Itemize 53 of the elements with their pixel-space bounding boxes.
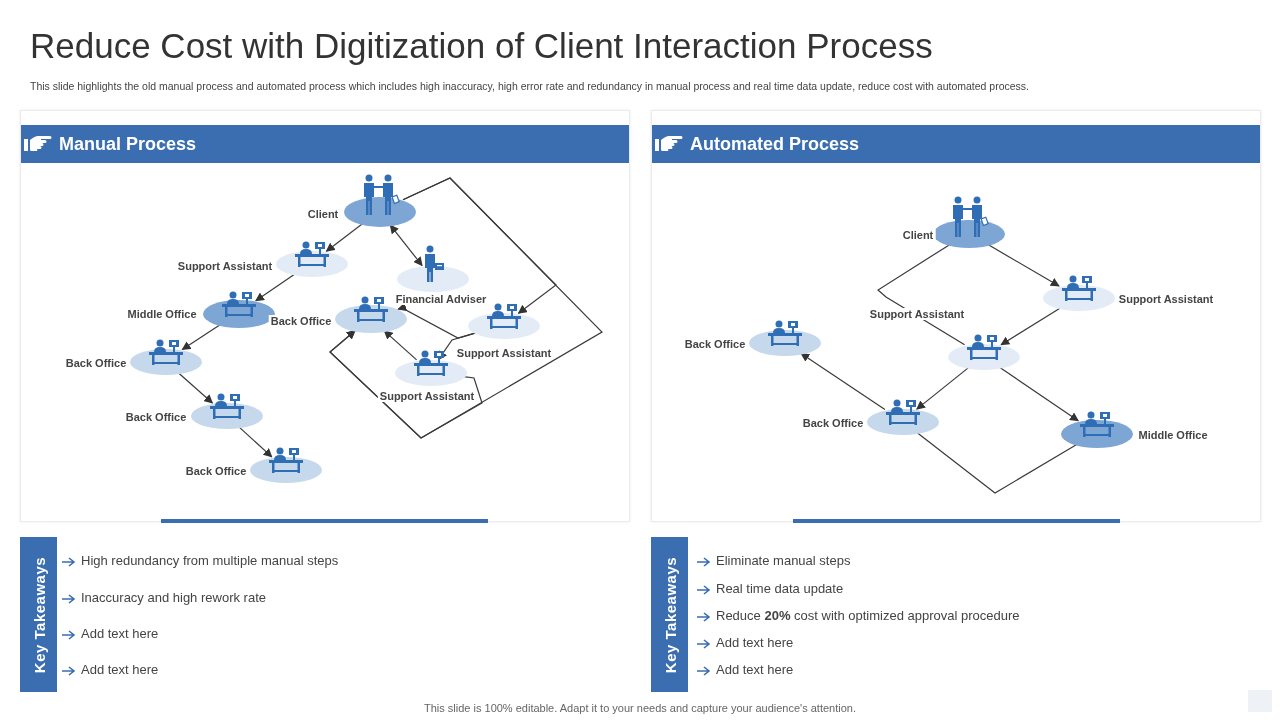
- takeaway-text: Add text here: [716, 635, 794, 650]
- panel-title: Automated Process: [690, 134, 860, 155]
- process-panel: [20, 110, 630, 522]
- connector-arrow: [1000, 307, 1061, 346]
- takeaway-text: High redundancy from multiple manual steps: [81, 553, 339, 568]
- node-label: Back Office: [800, 417, 866, 429]
- node-label: Client: [305, 208, 341, 220]
- band-title: Key Takeaways: [30, 556, 47, 673]
- takeaway-text: Add text here: [81, 626, 159, 641]
- connector-arrow: [383, 330, 418, 361]
- footer-note: This slide is 100% editable. Adapt it to your needs and capture your audience's attention.: [423, 702, 857, 714]
- connector-arrow: [325, 223, 363, 252]
- connector-arrow: [800, 352, 886, 411]
- node-label: Back Office: [123, 411, 189, 423]
- takeaway-text: Add text here: [716, 662, 794, 677]
- takeaways-band: [20, 537, 57, 692]
- connector-arrow: [181, 324, 221, 351]
- connector-arrow: [255, 273, 295, 302]
- takeaway-text: Inaccuracy and high rework rate: [81, 590, 266, 605]
- slide-title: Reduce Cost with Digitization of Client Interaction Process: [30, 26, 933, 66]
- connector-line: [877, 244, 966, 346]
- connector-arrow: [389, 224, 423, 267]
- node-label: Middle Office: [1136, 429, 1210, 441]
- connector-arrow: [397, 302, 476, 339]
- connector-arrow: [916, 367, 969, 410]
- node-label: Support Assistant: [867, 308, 967, 320]
- node-label: Support Assistant: [1116, 293, 1216, 305]
- connector-arrow: [987, 244, 1060, 287]
- node-label: Client: [900, 229, 936, 241]
- node-label: Back Office: [63, 357, 129, 369]
- node-label: Financial Adviser: [393, 293, 489, 305]
- node-label: Back Office: [268, 315, 334, 327]
- band-title: Key Takeaways: [661, 556, 678, 673]
- connector-arrow: [238, 426, 273, 458]
- connector-arrow: [329, 330, 483, 439]
- node-label: Support Assistant: [175, 260, 275, 272]
- node-label: Back Office: [183, 465, 249, 477]
- node-label: Middle Office: [125, 308, 199, 320]
- process-panel: [651, 110, 1261, 522]
- node-label: Support Assistant: [454, 347, 554, 359]
- node-label: Support Assistant: [377, 390, 477, 402]
- slide-subtitle: This slide highlights the old manual process and automated process which includes high inaccuracy, high error rate and redundancy in manual process and real time data update, reduce cost with automated process.: [30, 80, 1030, 92]
- connector-line: [916, 432, 1077, 494]
- takeaway-text: Real time data update: [716, 581, 844, 596]
- node-label: Back Office: [682, 338, 748, 350]
- connector-arrow: [999, 366, 1079, 422]
- takeaway-text: Reduce 20% cost with optimized approval procedure: [716, 608, 1020, 623]
- takeaway-text: Eliminate manual steps: [716, 553, 851, 568]
- connector-arrow: [178, 372, 214, 404]
- panel-title: Manual Process: [59, 134, 197, 155]
- connector-arrow: [438, 332, 476, 361]
- takeaways-band: [651, 537, 688, 692]
- takeaway-text: Add text here: [81, 662, 159, 677]
